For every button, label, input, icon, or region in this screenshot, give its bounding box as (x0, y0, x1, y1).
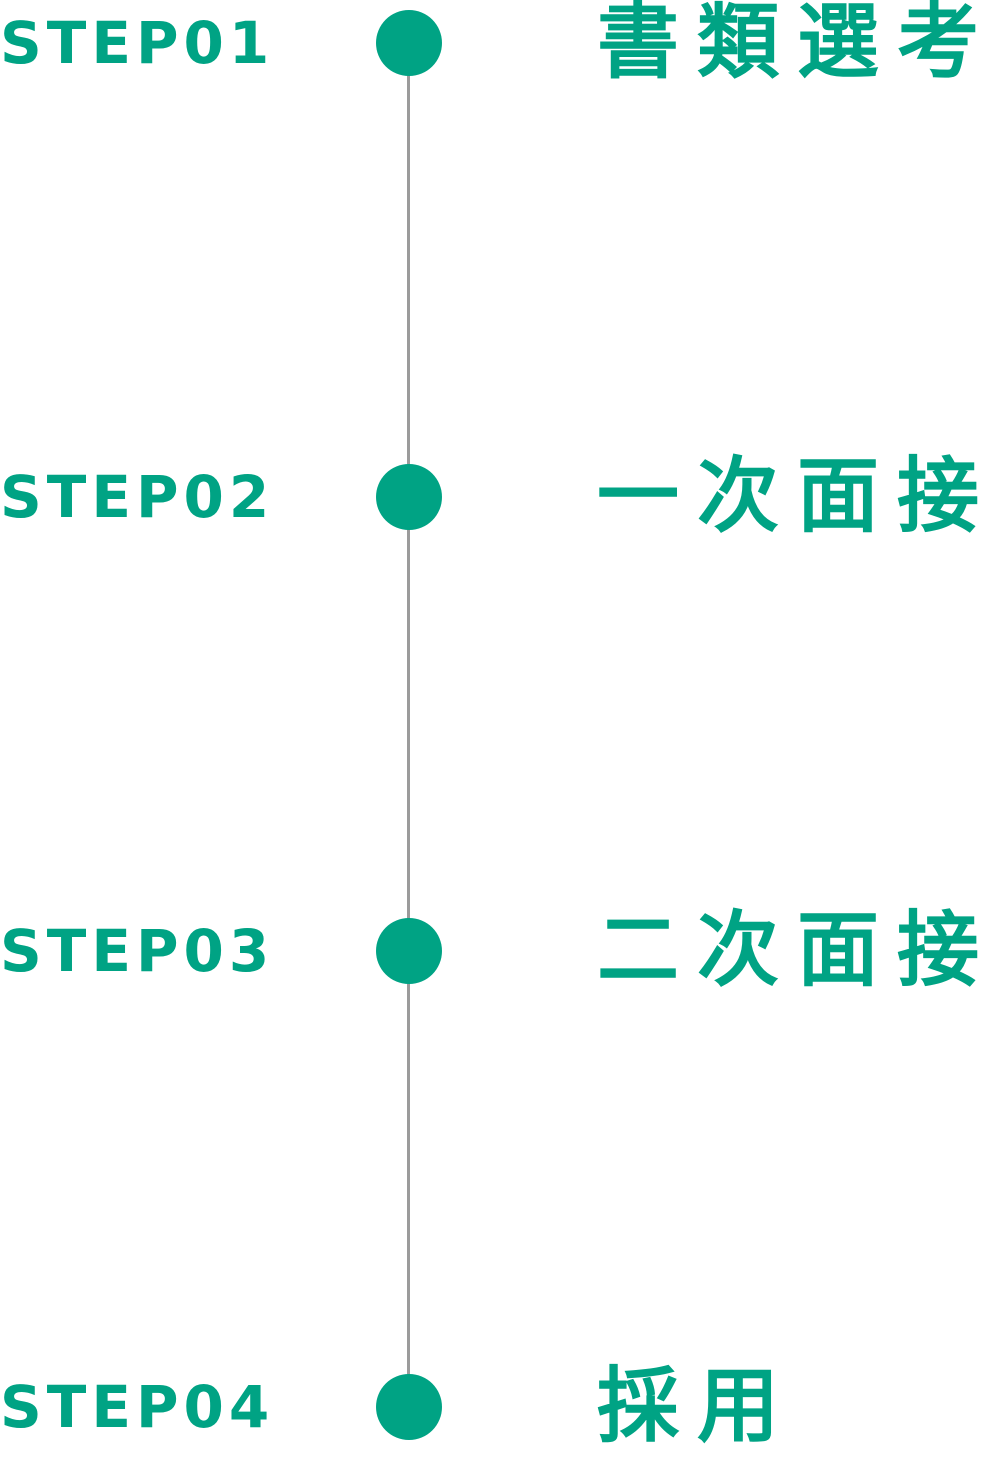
step-3-title: 二次面接 (597, 903, 998, 998)
timeline-connector-line (407, 43, 410, 1407)
step-4: STEP04 採用 (0, 1362, 1000, 1452)
step-2-title: 一次面接 (597, 449, 998, 544)
step-3: STEP03 二次面接 (0, 906, 1000, 996)
step-1-label: STEP01 (0, 9, 275, 77)
step-1-dot-icon (376, 10, 442, 76)
step-2: STEP02 一次面接 (0, 452, 1000, 542)
step-2-label: STEP02 (0, 463, 275, 531)
step-3-dot-icon (376, 918, 442, 984)
step-1: STEP01 書類選考 (0, 0, 1000, 88)
step-4-label: STEP04 (0, 1373, 275, 1441)
step-4-dot-icon (376, 1374, 442, 1440)
step-4-title: 採用 (597, 1359, 798, 1454)
step-2-dot-icon (376, 464, 442, 530)
step-1-title: 書類選考 (597, 0, 998, 90)
step-3-label: STEP03 (0, 917, 275, 985)
